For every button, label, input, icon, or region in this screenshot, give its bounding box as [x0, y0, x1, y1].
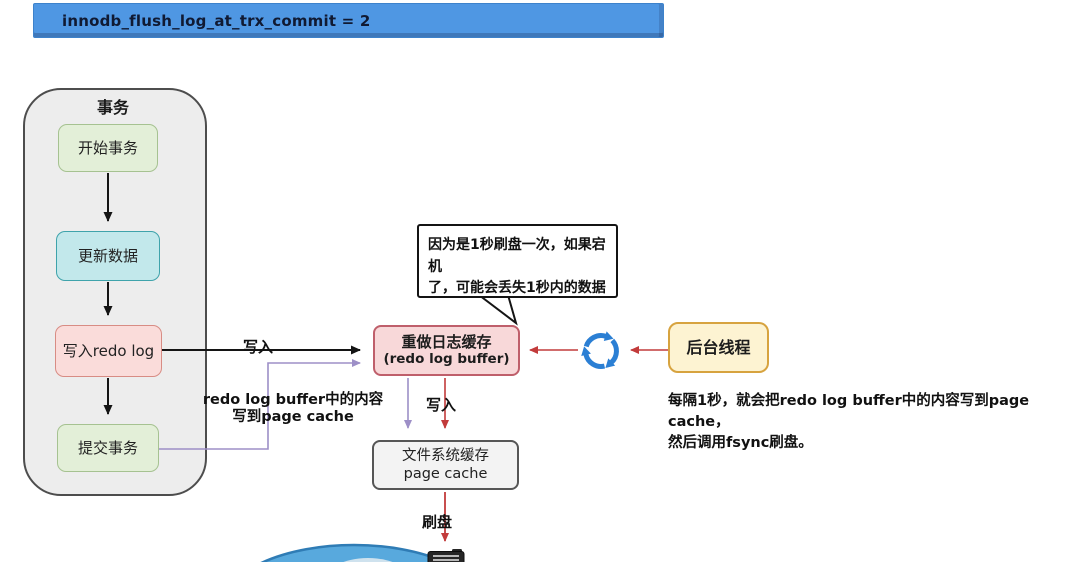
callout-crash-warning: 因为是1秒刷盘一次，如果宕机 了，可能会丢失1秒内的数据: [417, 224, 618, 298]
transaction-group-title: 事务: [96, 98, 129, 117]
node-commit-transaction-label: 提交事务: [77, 438, 138, 457]
node-update-data: 更新数据: [56, 231, 160, 281]
header-banner: innodb_flush_log_at_trx_commit = 2: [33, 3, 664, 38]
edge-label-commit-path-note: redo log buffer中的内容 写到page cache: [202, 392, 384, 426]
node-redo-log-buffer: 重做日志缓存 (redo log buffer): [373, 325, 520, 376]
page-cache-title: 文件系统缓存: [402, 447, 489, 464]
node-commit-transaction: 提交事务: [57, 424, 159, 472]
node-page-cache: 文件系统缓存 page cache: [372, 440, 519, 490]
node-start-transaction-label: 开始事务: [77, 138, 138, 157]
redo-log-buffer-subtitle: (redo log buffer): [383, 351, 510, 368]
edge-label-write-to-page-cache: 写入: [426, 396, 457, 414]
background-thread-note: 每隔1秒，就会把redo log buffer中的内容写到page cache，…: [668, 393, 1030, 452]
node-update-data-label: 更新数据: [77, 246, 138, 265]
edge-label-write-to-buffer: 写入: [243, 338, 274, 356]
node-start-transaction: 开始事务: [58, 124, 158, 172]
node-background-thread: 后台线程: [668, 322, 769, 373]
edge-label-flush-disk: 刷盘: [422, 513, 453, 531]
sync-icon: [578, 331, 626, 373]
page-cache-subtitle: page cache: [403, 466, 488, 482]
node-write-redo-log: 写入redo log: [55, 325, 162, 377]
redo-log-buffer-title: 重做日志缓存: [401, 332, 492, 351]
header-title: innodb_flush_log_at_trx_commit = 2: [62, 11, 371, 30]
disk-drive-icon: [427, 549, 465, 562]
background-thread-label: 后台线程: [686, 337, 751, 357]
cd-disc-icon: [260, 543, 448, 562]
node-write-redo-log-label: 写入redo log: [62, 341, 155, 360]
